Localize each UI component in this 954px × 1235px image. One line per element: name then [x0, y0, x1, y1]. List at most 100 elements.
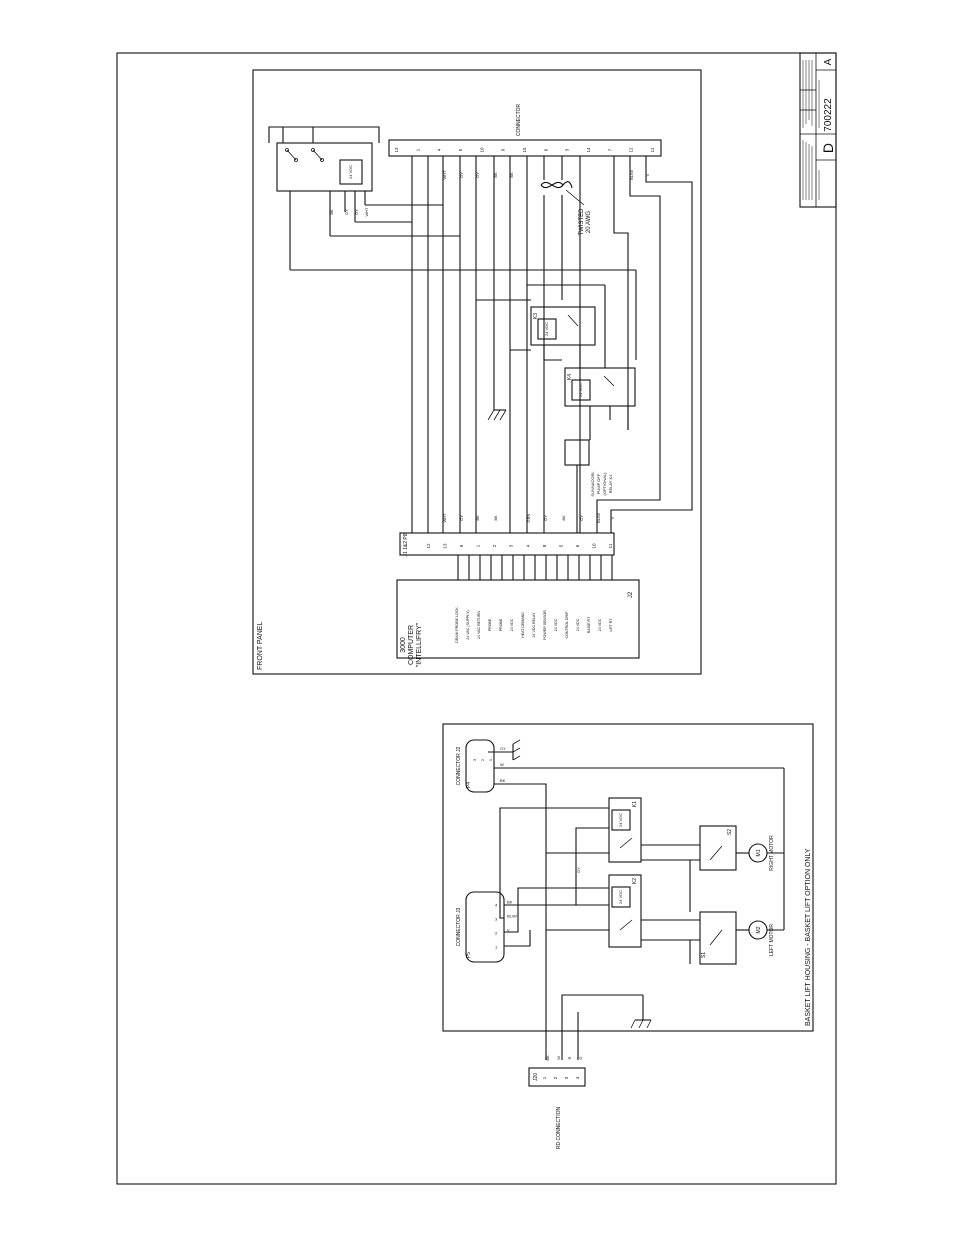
- switch-s1-label: S1: [701, 952, 707, 958]
- j1-wire-label: V: [610, 516, 615, 519]
- j1-pin: 6: [575, 544, 580, 547]
- top-wire-label: GY: [354, 209, 359, 215]
- front-panel-section: FRONT PANEL 3000 COMPUTER "INTELLIFRY" J…: [252, 69, 702, 675]
- j2-pin: 2: [480, 758, 485, 761]
- connector-pin: 10: [479, 147, 484, 153]
- computer-pin-label: RAISE RT: [587, 616, 591, 633]
- front-ground-icon: [487, 409, 507, 421]
- j1-pin: 11: [608, 543, 613, 548]
- relay-k1-label: K1: [632, 801, 638, 807]
- computer-pin-label: 24 VDC: [598, 618, 602, 631]
- front-panel-wires: [289, 156, 693, 533]
- drawing-size: D: [820, 143, 836, 153]
- left-motor-label: LEFT MOTOR: [769, 924, 775, 956]
- connector-wire-label: GY: [459, 172, 464, 178]
- switch-s1: [699, 911, 737, 965]
- computer-pin-label: DRAIN PROBE LOCK: [455, 607, 459, 643]
- computer-ref: J2: [628, 591, 634, 598]
- solenoid-box: [564, 439, 590, 466]
- j3-wire-label: BL/W: [507, 914, 517, 919]
- connector-pin: 14: [586, 147, 591, 153]
- connector-j2-label: CONNECTOR J2: [456, 746, 462, 785]
- basket-lift-section: BASKET LIFT HOUSING - BASKET LIFT OPTION…: [442, 723, 814, 1060]
- rd-wire-label: W: [556, 1056, 561, 1060]
- computer-block: [396, 579, 640, 659]
- j1-wire-label: WHT: [442, 513, 447, 523]
- connector-j3-label: CONNECTOR J3: [456, 907, 462, 946]
- rd-pin: 3: [564, 1076, 569, 1079]
- solenoid-label-line: (OPTIONAL): [602, 472, 607, 496]
- j1-pin: 13: [443, 543, 448, 549]
- computer-pin-label: LIFT RT: [609, 618, 613, 632]
- j1-pin: 4: [525, 544, 530, 547]
- rd-wire-label: BK: [545, 1055, 550, 1061]
- computer-line3: "INTELLIFRY": [416, 622, 423, 667]
- top-relay-coil: 24 VDC: [348, 165, 353, 179]
- rd-connection-label: RD CONNECTION: [556, 1107, 562, 1150]
- computer-pin-label: CONTROL DRIP: [565, 611, 569, 639]
- connector-pin: 9: [501, 148, 506, 151]
- connector-pin: 4: [437, 148, 442, 151]
- drawing-revision: A: [823, 58, 834, 65]
- connector-pin: 15: [522, 147, 527, 153]
- connector-wire-label: V: [645, 173, 650, 176]
- motor-m1-id: M1: [756, 849, 762, 856]
- j1-pin: 8: [542, 544, 547, 547]
- j3-wire-label: V: [507, 928, 510, 933]
- j1-pin: 5: [558, 544, 563, 547]
- relay-k2-coil: 24 VDC: [618, 890, 623, 904]
- connector-j3-ref: P5: [466, 952, 472, 958]
- drawing-number: 700222: [823, 98, 834, 132]
- j1-pin: 9: [459, 544, 464, 547]
- twisted-label-1: TWISTED: [579, 208, 585, 236]
- basket-lift-wires: [494, 767, 785, 1060]
- j2-pin: 1: [488, 758, 493, 761]
- j3-pin: 2: [495, 931, 498, 936]
- j1-pin: 1: [476, 544, 481, 547]
- j3-pin: 3: [495, 917, 498, 922]
- switch-s2-label: S2: [727, 829, 733, 835]
- connector-wire-label: BK: [509, 172, 514, 178]
- j2-wire-label: GY: [500, 746, 506, 751]
- computer-pin-label: 24 VDC RELAY: [532, 612, 536, 638]
- basket-bottom-ground-icon: [630, 995, 652, 1029]
- j3-pin: 4: [495, 903, 498, 908]
- j1-connector: [399, 532, 615, 556]
- front-panel-title: FRONT PANEL: [257, 622, 264, 670]
- rd-connector-ref: J20: [533, 1073, 539, 1081]
- top-wire-label: WHT: [364, 207, 369, 217]
- rd-pin: 1: [542, 1076, 547, 1079]
- top-wire-label: GY: [344, 209, 349, 215]
- j1-pin: 10: [591, 543, 596, 549]
- computer-pin-label: 24 VDC: [576, 618, 580, 631]
- j1-wire-label: GY: [543, 515, 548, 521]
- connector-j2-ref: P4: [466, 782, 472, 788]
- computer-name: 3000: [400, 637, 407, 653]
- relay-k3-label: K3: [533, 313, 539, 319]
- sheet-border: [116, 52, 837, 1185]
- computer-pin-label: 24 VDC: [510, 618, 514, 631]
- computer-line2: COMPUTER: [408, 625, 415, 665]
- solenoid-label-line: SUNNACORL: [590, 471, 595, 497]
- connector-pin: 1: [415, 148, 420, 151]
- rd-connector: [528, 1067, 586, 1087]
- j1-wire-label: BK: [561, 515, 566, 521]
- j1-wire-label: GY: [579, 515, 584, 521]
- basket-gy-label: GY: [576, 867, 581, 873]
- j3-wire-label: BK: [507, 900, 513, 905]
- basket-lift-border: [442, 723, 814, 1032]
- relay-k2-label: K2: [632, 878, 638, 884]
- connector-pin: 12: [629, 147, 634, 153]
- j1-header: J1 1&2 P8: [403, 533, 409, 556]
- connector-j3: [465, 891, 505, 963]
- j2-wire-label: W: [500, 762, 504, 767]
- computer-pin-label: 24 VAC RETURN: [477, 611, 481, 639]
- j3-pin: 1: [495, 945, 498, 950]
- twisted-pair-icon: [540, 181, 573, 189]
- j2-pin: 3: [472, 758, 477, 761]
